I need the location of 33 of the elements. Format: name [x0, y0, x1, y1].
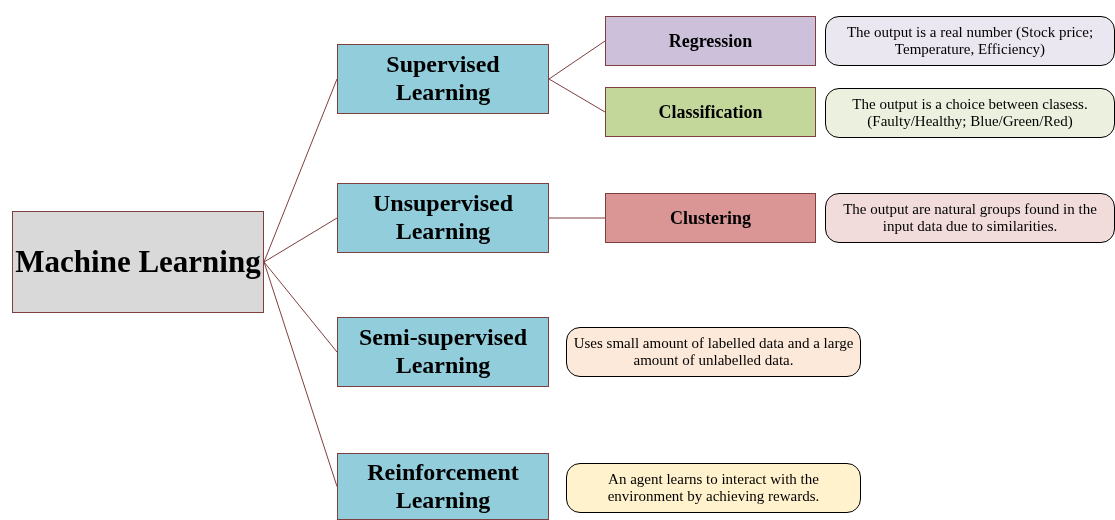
subcategory-box	[605, 16, 816, 66]
description-box	[825, 193, 1115, 243]
node-label: Classification	[658, 101, 763, 123]
connector-line	[263, 217, 338, 263]
description-text: Uses small amount of labelled data and a large amount of unlabelled data.	[573, 334, 854, 370]
connector-line	[263, 261, 338, 353]
category-box	[337, 183, 549, 253]
category-box	[337, 317, 549, 387]
description-box	[566, 463, 861, 513]
node-label: Clustering	[670, 207, 751, 229]
connector-line	[263, 78, 338, 263]
description-text: An agent learns to interact with the environment by achieving rewards.	[606, 470, 821, 506]
node-label: Unsupervised Learning	[372, 190, 514, 246]
connector-line	[548, 217, 606, 219]
subcategory-box	[605, 193, 816, 243]
description-text: The output is a real number (Stock price; Temperature, Efficiency)	[845, 23, 1095, 59]
description-text: The output is a choice between clasess. (Faulty/Healthy; Blue/Green/Red)	[851, 95, 1089, 131]
node-label: Reinforcement Learning	[366, 458, 520, 515]
connector-line	[548, 40, 606, 80]
node-label: Machine Learning	[15, 244, 261, 280]
node-label: Supervised Learning	[385, 51, 501, 107]
description-box	[825, 88, 1115, 138]
description-box	[566, 327, 861, 377]
main-topic-box	[12, 211, 264, 313]
connector-line	[548, 78, 606, 113]
category-box	[337, 44, 549, 114]
node-label: Semi-supervised Learning	[358, 324, 528, 380]
subcategory-box	[605, 87, 816, 137]
description-box	[825, 16, 1115, 66]
node-label: Regression	[668, 30, 753, 52]
description-text: The output are natural groups found in the input data due to similarities.	[842, 200, 1098, 236]
connector-line	[263, 261, 338, 487]
category-box	[337, 453, 549, 520]
